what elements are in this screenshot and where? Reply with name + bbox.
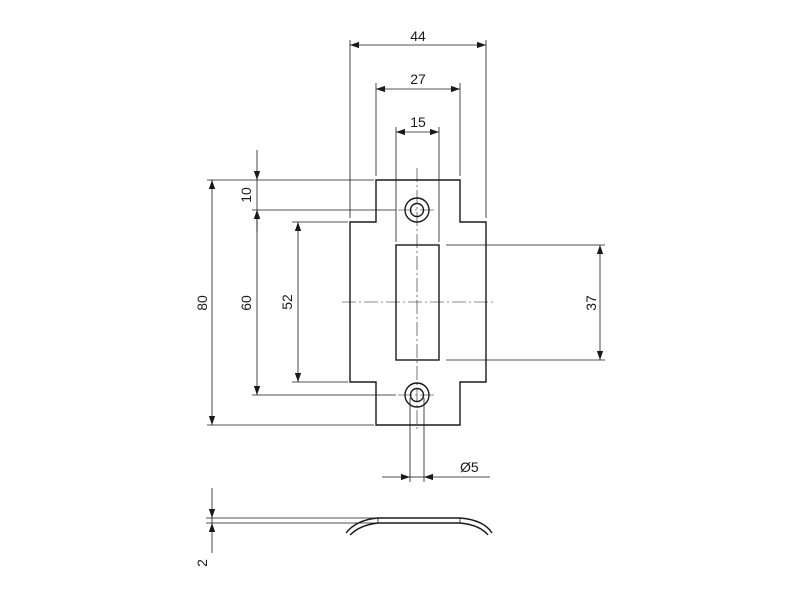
dim-80-label: 80: [194, 295, 210, 311]
side-view: [345, 517, 493, 536]
dim-screw-spacing: 15: [395, 114, 440, 242]
dim-slot-height: 37: [446, 244, 605, 361]
dim-hole-diameter: Ø5: [382, 398, 490, 482]
dim-44-label: 44: [410, 28, 426, 44]
plate-profile-inner: [349, 522, 489, 536]
dim-60-label: 60: [238, 295, 254, 311]
dim-thickness: 2: [194, 488, 378, 567]
dim-52-label: 52: [279, 294, 295, 310]
dim-2-label: 2: [194, 559, 210, 567]
dim-37-label: 37: [583, 295, 599, 311]
dim-mid-width: 27: [375, 71, 461, 176]
dim-overall-width: 44: [349, 28, 487, 218]
front-view: [342, 168, 494, 430]
dim-15-label: 15: [410, 114, 426, 130]
dim-overall-height: 80: [194, 179, 374, 426]
dim-screw-centers: 60: [238, 210, 396, 396]
dim-27-label: 27: [410, 71, 426, 87]
dim-top-offset: 10: [238, 150, 396, 232]
dim-diameter-label: Ø5: [460, 459, 479, 475]
dim-10-label: 10: [238, 187, 254, 203]
dim-middle-height: 52: [279, 221, 348, 383]
plate-outline: [349, 179, 487, 426]
plate-profile: [345, 517, 493, 534]
latch-slot: [395, 244, 440, 361]
